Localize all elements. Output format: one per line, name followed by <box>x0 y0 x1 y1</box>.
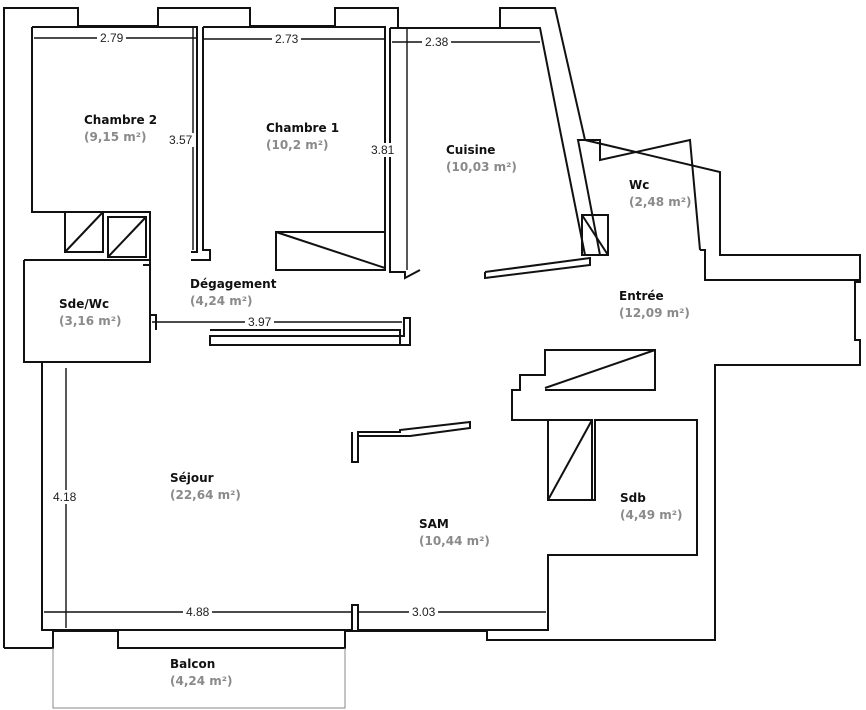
room-chambre-2: Chambre 2 (9,15 m²) <box>84 112 157 146</box>
room-name: Séjour <box>170 471 214 485</box>
room-entree: Entrée (12,09 m²) <box>619 288 690 322</box>
dimension-label: 3.81 <box>368 143 398 157</box>
wall-sam <box>351 420 471 463</box>
room-name: Wc <box>629 178 650 192</box>
wall-wc <box>700 249 860 281</box>
closet <box>64 211 104 253</box>
room-sdb: Sdb (4,49 m²) <box>620 490 683 524</box>
closet-diagonal <box>547 419 593 501</box>
outer-wall <box>3 7 861 649</box>
dimension-label: 4.88 <box>183 605 213 619</box>
room-name: Sdb <box>620 491 646 505</box>
room-area: (3,16 m²) <box>59 314 122 328</box>
wall-degagement <box>209 317 411 346</box>
room-sde-wc: Sde/Wc (3,16 m²) <box>59 296 122 330</box>
dimension-label: 3.57 <box>166 133 196 147</box>
room-sejour: Séjour (22,64 m²) <box>170 470 241 504</box>
room-wc: Wc (2,48 m²) <box>629 177 692 211</box>
room-sam: SAM (10,44 m²) <box>419 516 490 550</box>
room-area: (10,2 m²) <box>266 138 329 152</box>
closet <box>107 216 147 258</box>
room-name: Chambre 2 <box>84 113 158 127</box>
wall-sde-left <box>41 314 157 368</box>
dimension-label: 2.73 <box>272 32 302 46</box>
room-area: (2,48 m²) <box>629 195 692 209</box>
wall-chambre1-left <box>191 27 211 261</box>
wall-chambre2 <box>31 27 151 266</box>
dimension-label: 4.18 <box>50 490 80 504</box>
dimension-label: 3.03 <box>409 605 439 619</box>
dimension-label: 2.79 <box>97 31 127 45</box>
wall-entree <box>484 256 591 280</box>
room-name: SAM <box>419 517 449 531</box>
closet-diagonal <box>275 231 386 269</box>
room-chambre-1: Chambre 1 (10,2 m²) <box>266 120 339 154</box>
closet-diagonal <box>581 214 609 256</box>
inner-wall <box>32 26 198 253</box>
closet-diagonal <box>544 349 656 389</box>
wall-sejour <box>41 349 698 631</box>
room-name: Chambre 1 <box>266 121 340 135</box>
room-name: Balcon <box>170 657 216 671</box>
closet <box>547 419 593 501</box>
room-area: (9,15 m²) <box>84 130 147 144</box>
balcony-outline <box>52 648 346 709</box>
closet-diagonal <box>107 216 147 258</box>
wall-chambre1 <box>203 26 386 271</box>
room-area: (12,09 m²) <box>619 306 690 320</box>
closet <box>581 214 609 256</box>
closet-diagonal <box>64 211 104 253</box>
dimension-label: 2.38 <box>422 35 452 49</box>
dimension-label: 3.97 <box>245 315 275 329</box>
room-area: (22,64 m²) <box>170 488 241 502</box>
room-cuisine: Cuisine (10,03 m²) <box>446 142 517 176</box>
room-area: (10,03 m²) <box>446 160 517 174</box>
room-balcon: Balcon (4,24 m²) <box>170 656 233 690</box>
room-area: (4,49 m²) <box>620 508 683 522</box>
wall-cuisine-left <box>389 28 421 280</box>
room-name: Sde/Wc <box>59 297 110 311</box>
room-area: (4,24 m²) <box>170 674 233 688</box>
room-name: Cuisine <box>446 143 496 157</box>
wall-cuisine <box>390 27 701 256</box>
room-degagement: Dégagement (4,24 m²) <box>190 276 276 310</box>
room-name: Entrée <box>619 289 664 303</box>
room-area: (10,44 m²) <box>419 534 490 548</box>
room-name: Dégagement <box>190 277 277 291</box>
room-area: (4,24 m²) <box>190 294 253 308</box>
